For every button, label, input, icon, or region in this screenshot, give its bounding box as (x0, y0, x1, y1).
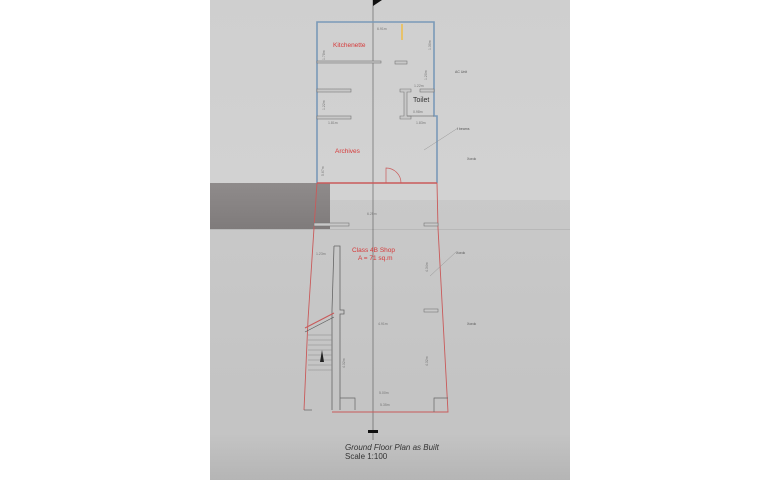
room-label-toilet: Toilet (413, 97, 430, 104)
room-label-kitchenette: Kitchenette (333, 42, 366, 49)
dim-shop-bottom-outer: 5.35m (380, 403, 390, 407)
dim-kitchen-left: 1.78m (322, 50, 326, 60)
shop-area: A = 71 sq.m (358, 255, 393, 262)
plan-caption: Ground Floor Plan as Built Scale 1:100 (345, 443, 439, 461)
dim-corridor-bottom-left: 1.81m (328, 121, 338, 125)
dim-shop-right-upper: 4.34m (425, 262, 429, 272)
dim-kitchen-right: 1.30m (428, 40, 432, 50)
dim-toilet-side: 1.20m (424, 70, 428, 80)
room-label-shop: Class 4B Shop (352, 247, 395, 254)
plan-scale: Scale 1:100 (345, 452, 388, 461)
dim-toilet-top: 1.22m (414, 84, 424, 88)
dim-corridor-left: 1.22m (322, 100, 326, 110)
note-korok-3: Xorok (467, 322, 477, 326)
dim-shop-bottom-inner: 5.00m (379, 391, 389, 395)
dim-shop-width-top: 6.25m (367, 212, 377, 216)
dim-corridor-bottom-right: 1.83m (416, 121, 426, 125)
dim-archives-height: 5.67m (321, 166, 325, 176)
room-label-archives: Archives (335, 148, 360, 155)
dim-shop-mid-width: 4.91m (378, 322, 388, 326)
note-beams: I beams (457, 127, 470, 131)
hand-shadow (210, 183, 330, 229)
note-korok-1: Xorok (467, 157, 477, 161)
paper-fold (210, 229, 570, 230)
dim-shop-left-lower: 4.32m (342, 358, 346, 368)
dim-shop-right-lower: 4.32m (425, 356, 429, 366)
note-korok-2: Xorok (456, 251, 466, 255)
dim-toilet-width: 0.98m (413, 110, 423, 114)
note-ac-unit: AC Unit (455, 70, 468, 74)
plan-title: Ground Floor Plan as Built (345, 443, 439, 452)
paper-shade (210, 200, 570, 433)
paper-bottom-shade (210, 433, 570, 480)
dim-stair-width: 1.23m (316, 252, 326, 256)
dim-top-width: 6.91m (377, 27, 387, 31)
floor-plan-photo: Kitchenette Toilet Archives Class 4B Sho… (210, 0, 570, 480)
floor-plan-drawing (303, 0, 459, 440)
